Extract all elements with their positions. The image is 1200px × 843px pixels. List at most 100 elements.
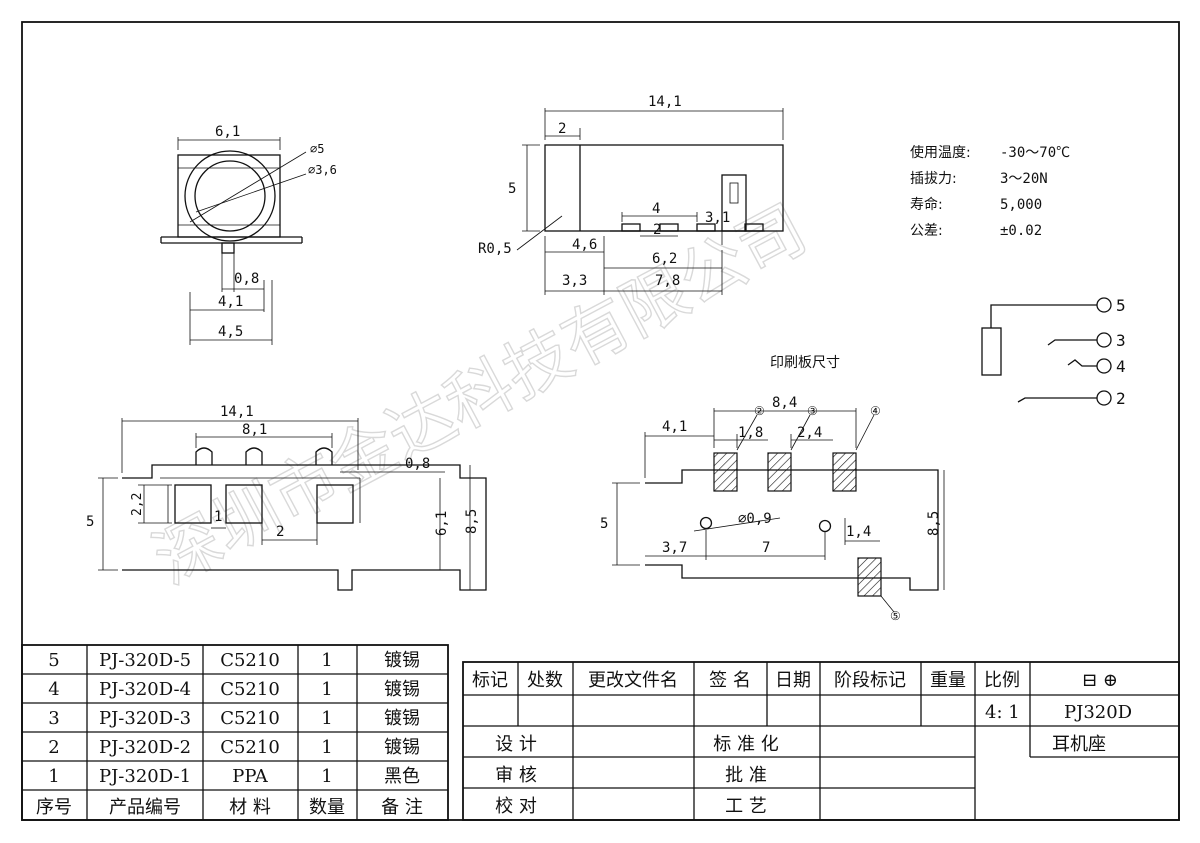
side-dim-r0-5: R0,5	[478, 241, 512, 257]
bom-cell: 1	[48, 766, 59, 787]
front-dim-phi5: ⌀5	[310, 142, 324, 156]
pad-label-3: ③	[807, 404, 818, 418]
front-dim-6-1: 6,1	[215, 124, 240, 140]
title-header-cell: 比例	[984, 670, 1020, 691]
projection-symbol: ⊟ ⊕	[1082, 670, 1118, 691]
front-dim-phi3-6: ⌀3,6	[308, 163, 337, 177]
bom-cell: 1	[321, 708, 332, 729]
scale-value: 4: 1	[985, 702, 1020, 723]
pcb-dim-8-4: 8,4	[772, 395, 797, 411]
title-block: ⊟ ⊕ 4: 1 PJ320D 耳机座	[462, 661, 1180, 821]
pad-label-4: ④	[870, 404, 881, 418]
bom-cell: C5210	[220, 679, 280, 700]
pad-label-5: ⑤	[890, 609, 901, 623]
part-name: 耳机座	[1052, 734, 1106, 755]
bom-cell: 5	[48, 650, 59, 671]
front-dim-0-8: 0,8	[234, 271, 259, 287]
spec-value-3: ±0.02	[1000, 223, 1042, 239]
bom-cell: 1	[321, 766, 332, 787]
pcb-dim-2-4: 2,4	[797, 425, 822, 441]
signoff-label: 审 核	[495, 765, 537, 786]
side-dim-2b: 2	[653, 222, 661, 238]
signoff-label: 工 艺	[725, 796, 767, 817]
front-dim-4-1: 4,1	[218, 294, 243, 310]
bom-cell: C5210	[220, 737, 280, 758]
side-dim-14-1: 14,1	[648, 94, 682, 110]
pcb-title: 印刷板尺寸	[770, 355, 840, 371]
bottom-dim-14-1: 14,1	[220, 404, 254, 420]
bottom-dim-5: 5	[86, 514, 94, 530]
pin-label-5: 5	[1116, 296, 1126, 315]
pcb-dim-5: 5	[600, 516, 608, 532]
side-dim-7-8: 7,8	[655, 273, 680, 289]
spec-label-1: 插拔力:	[910, 171, 957, 187]
bom-table	[21, 644, 449, 821]
bom-cell: 1	[321, 650, 332, 671]
pcb-dim-8-5: 8,5	[926, 511, 942, 536]
side-dim-4: 4	[652, 201, 660, 217]
pcb-dim-3-7: 3,7	[662, 540, 687, 556]
spec-value-1: 3～20N	[1000, 171, 1048, 187]
bottom-dim-1: 1	[214, 509, 222, 525]
spec-value-0: -30～70℃	[1000, 145, 1070, 161]
bom-cell: PPA	[232, 766, 269, 787]
title-header-cell: 阶段标记	[834, 670, 906, 691]
bom-cell: PJ-320D-1	[99, 766, 191, 787]
bottom-dim-0-8: 0,8	[405, 456, 430, 472]
pcb-dim-phi0-9: ⌀0,9	[738, 511, 772, 527]
side-dim-6-2: 6,2	[652, 251, 677, 267]
title-header-cell: 处数	[527, 670, 563, 691]
spec-list: 使用温度: -30～70℃ 插拔力: 3～20N 寿命: 5,000 公差: ±…	[910, 144, 1070, 239]
pin-label-3: 3	[1116, 331, 1126, 350]
title-header-cell: 日期	[775, 670, 811, 691]
side-dim-5: 5	[508, 181, 516, 197]
pcb-layout: 印刷板尺寸 8,4 4,1 1,8 2,4 ② ③ ④ ⑤ ⌀0,9	[600, 355, 945, 623]
front-dim-4-5: 4,5	[218, 324, 243, 340]
signoff-label: 设 计	[495, 734, 537, 755]
signoff-label: 标 准 化	[713, 734, 778, 755]
bom-cell: 1	[321, 737, 332, 758]
bom-cell: C5210	[220, 708, 280, 729]
bom-cell: 镀锡	[384, 650, 420, 671]
side-dim-3-1: 3,1	[705, 210, 730, 226]
bom-cell: PJ-320D-3	[99, 708, 191, 729]
title-header-cell: 标记	[472, 670, 508, 691]
side-dim-4-6: 4,6	[572, 237, 597, 253]
bom-cell: PJ-320D-5	[99, 650, 191, 671]
part-number: PJ320D	[1064, 702, 1132, 723]
side-dim-2: 2	[558, 121, 566, 137]
bom-cell: 3	[48, 708, 59, 729]
pcb-dim-1-8: 1,8	[738, 425, 763, 441]
bom-cell: 镀锡	[384, 708, 420, 729]
bom-cell: 镀锡	[384, 679, 420, 700]
pin-label-2: 2	[1116, 389, 1126, 408]
bom-header-cell: 备 注	[381, 797, 423, 818]
bom-cell: C5210	[220, 650, 280, 671]
bom-cell: 镀锡	[384, 737, 420, 758]
spec-label-0: 使用温度:	[910, 144, 971, 161]
bom-cell: 2	[48, 737, 59, 758]
spec-label-2: 寿命:	[910, 196, 943, 213]
side-dim-3-3: 3,3	[562, 273, 587, 289]
pad-label-2: ②	[754, 404, 765, 418]
side-view: 14,1 2 5 R0,5 4 2 3,1 4,6 6,2 3,3 7,8	[478, 94, 784, 295]
pin-schematic: 5 3 4 2	[981, 296, 1126, 408]
signoff-label: 校 对	[495, 796, 537, 817]
title-header-cell: 签 名	[709, 670, 751, 691]
bottom-dim-2: 2	[276, 524, 284, 540]
bottom-dim-2-2: 2,2	[130, 493, 145, 516]
front-view: 6,1 ⌀5 ⌀3,6 0,8 4,1 4,5	[160, 124, 337, 345]
pin-label-4: 4	[1116, 357, 1126, 376]
pcb-dim-1-4: 1,4	[846, 524, 871, 540]
title-header-cell: 更改文件名	[588, 670, 678, 691]
bottom-view: 14,1 8,1 0,8 5 2,2 1 2 6,1 8,5	[86, 404, 487, 591]
pcb-dim-4-1: 4,1	[662, 419, 687, 435]
bottom-dim-6-1: 6,1	[434, 511, 450, 536]
signoff-label: 批 准	[725, 765, 767, 786]
bom-header-cell: 材 料	[229, 797, 271, 818]
bom-cell: 1	[321, 679, 332, 700]
bom-header-cell: 产品编号	[109, 797, 181, 818]
bottom-dim-8-1: 8,1	[242, 422, 267, 438]
title-header-cell: 重量	[930, 670, 966, 691]
